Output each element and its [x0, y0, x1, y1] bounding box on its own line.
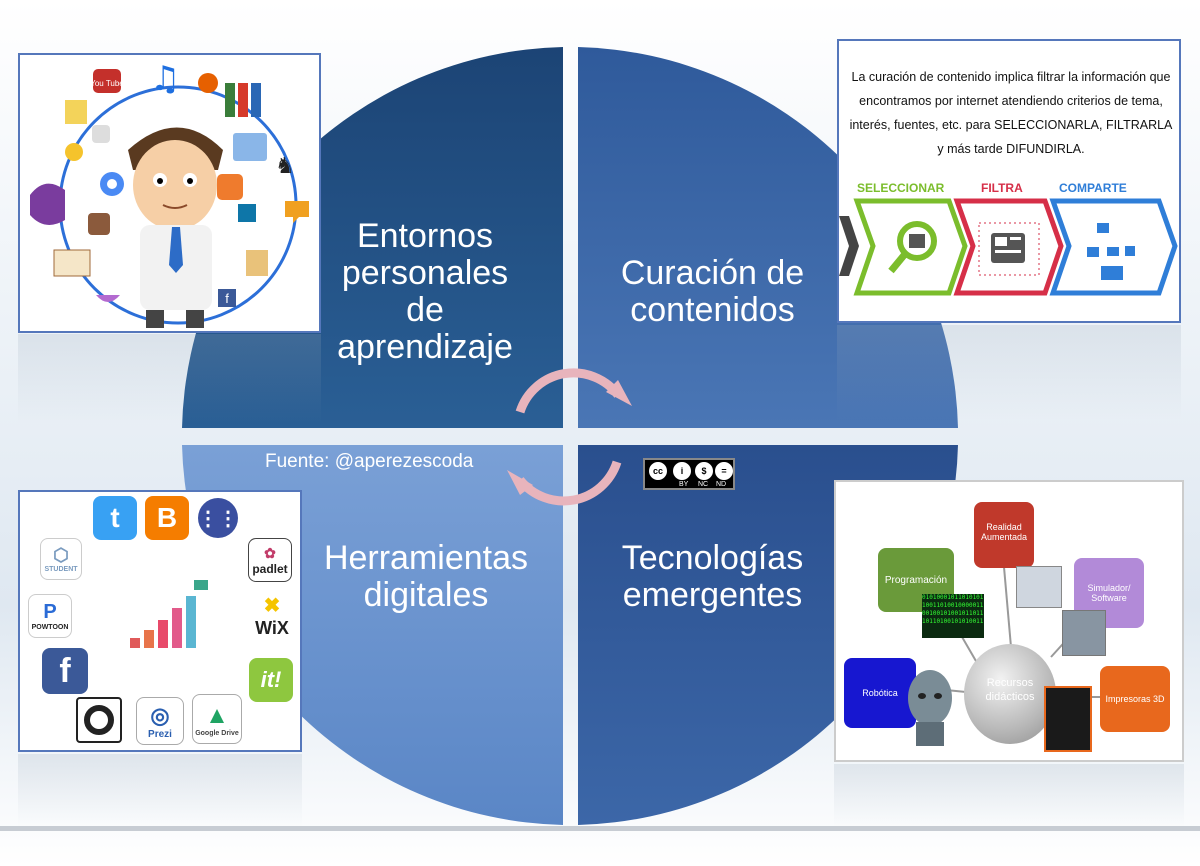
label-entornos: Entornos personales de aprendizaje	[337, 217, 513, 366]
ple-reflection	[18, 334, 321, 424]
nd-label: ND	[716, 481, 727, 488]
curation-description: La curación de contenido implica filtrar…	[849, 70, 1173, 156]
by-icon: i	[673, 462, 691, 480]
curation-panel: La curación de contenido implica filtrar…	[837, 39, 1181, 323]
app-grid-icon: ⋮⋮	[198, 498, 238, 538]
facebook-tile-icon: f	[42, 648, 88, 694]
svg-text:♞: ♞	[275, 154, 295, 179]
wix-label: WiX	[255, 618, 289, 638]
canva-style-icon	[76, 697, 122, 743]
3d-printer-image	[1044, 686, 1092, 752]
google-drive-label: Google Drive	[195, 729, 239, 737]
padlet-label: padlet	[252, 561, 288, 576]
cycle-arrow-bottom-head	[507, 470, 533, 495]
label-herramientas: Herramientas digitales	[323, 539, 529, 614]
nc-icon: $	[695, 462, 713, 480]
center-circle	[964, 644, 1056, 744]
nd-icon: =	[715, 462, 733, 480]
label-curacion: Curación de contenidos	[620, 254, 805, 329]
svg-text:You Tube: You Tube	[90, 79, 124, 88]
label-tecnologias: Tecnologías emergentes	[621, 539, 804, 614]
prezi-icon: ◎Prezi	[136, 697, 184, 745]
by-label: BY	[679, 481, 689, 488]
ar-image	[1016, 566, 1062, 608]
robot-face-image	[908, 670, 952, 746]
facebook-icon: f	[225, 291, 229, 306]
ple-panel: You Tube ♫ ♞ f	[18, 53, 321, 333]
itslearning-icon: it!	[249, 658, 293, 702]
source-credit: Fuente: @aperezescoda	[265, 451, 474, 472]
node-impresoras-3d: Impresoras 3D	[1100, 666, 1170, 732]
svg-text:♫: ♫	[150, 59, 180, 99]
twitter-icon: t	[93, 496, 137, 540]
cycle-arrow-bottom	[516, 460, 622, 506]
binary-code-image: 01010001011010101 10011010010000011 0010…	[922, 594, 984, 638]
step-comparte: COMPARTE	[1059, 181, 1127, 195]
node-realidad-aumentada: Realidad Aumentada	[974, 502, 1034, 568]
step-seleccionar: SELECCIONAR	[857, 181, 945, 195]
tech-panel: Realidad Aumentada Programación 01010001…	[834, 480, 1184, 762]
tools-reflection	[18, 754, 302, 826]
blogger-icon: B	[145, 496, 189, 540]
wix-icon: ✖WiX	[250, 592, 294, 640]
node-programacion: Programación	[878, 548, 954, 612]
padlet-icon: ✿padlet	[248, 538, 292, 582]
student-icon: ⬡STUDENT	[40, 538, 82, 580]
nc-label: NC	[698, 481, 709, 488]
center-label: Recursos didácticos	[985, 677, 1035, 703]
step-filtra: FILTRA	[981, 181, 1023, 195]
curation-process	[839, 198, 1178, 296]
cc-license-badge: cc i $ = BY NC ND	[643, 458, 735, 490]
quadrant-top-right	[578, 47, 958, 428]
prezi-label: Prezi	[148, 728, 172, 740]
curation-reflection	[837, 325, 1181, 420]
cycle-arrow-top-head	[606, 380, 632, 406]
google-drive-icon: ▲Google Drive	[192, 694, 242, 744]
robot-arm-image	[1062, 610, 1106, 656]
ple-illustration: You Tube ♫ ♞ f	[30, 59, 309, 328]
cc-icon: cc	[649, 462, 667, 480]
student-label: STUDENT	[44, 566, 78, 573]
powtoon-label: POWTOON	[31, 624, 69, 631]
cycle-arrow-top	[515, 368, 622, 414]
node-robotica: Robótica	[844, 658, 916, 728]
tech-reflection	[834, 764, 1184, 826]
bar-blocks-icon	[130, 580, 208, 648]
